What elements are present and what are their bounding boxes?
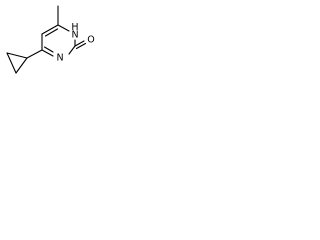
n-top-label: H N xyxy=(71,22,78,41)
ring-bond-c6-n1 xyxy=(57,24,70,32)
n-bottom-label: N xyxy=(56,53,63,64)
ring-bond-c5-c6 xyxy=(41,24,59,35)
ring-bond-c5-c6-inner xyxy=(44,28,59,37)
oxygen-label: O xyxy=(87,35,94,46)
ring-bond-c2-n3 xyxy=(68,45,76,55)
carbonyl-bond-1 xyxy=(74,40,85,47)
n-top-symbol: N xyxy=(71,30,78,41)
ring-bond-n3-c4-inner xyxy=(43,46,54,53)
chemical-structure-diagram: H N N O xyxy=(6,5,95,74)
cyclopropyl-link-bond xyxy=(26,49,43,59)
cyclopropyl-bond-3 xyxy=(15,57,28,74)
cyclopropyl-bond-2 xyxy=(6,52,17,74)
cyclopropyl-bond-1 xyxy=(6,52,28,59)
n-top-hydrogen: H xyxy=(71,22,78,33)
carbonyl-bond-2 xyxy=(75,42,87,50)
ring-bond-n3-c4 xyxy=(41,49,54,57)
